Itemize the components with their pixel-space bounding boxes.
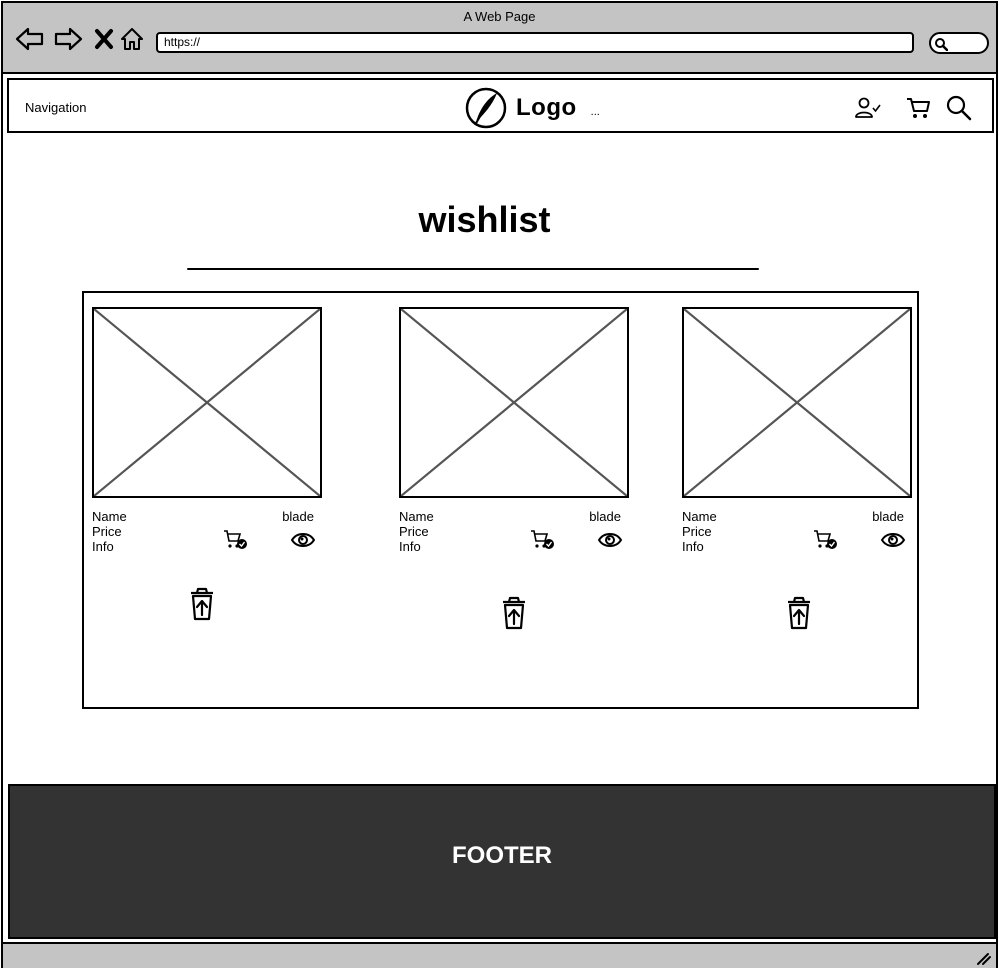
logo-extra: ... — [590, 106, 600, 118]
trash-restore-icon[interactable] — [784, 596, 814, 630]
trash-restore-icon[interactable] — [499, 596, 529, 630]
cart-icon[interactable] — [905, 94, 933, 122]
item-details: Name Price Info — [92, 509, 127, 554]
logo-text: Logo — [516, 94, 577, 121]
site-header: Navigation Logo ... — [7, 78, 994, 133]
back-arrow-icon[interactable] — [15, 25, 45, 53]
wishlist-container: Name Price Info blade Name Price Info bl… — [82, 291, 919, 709]
logo[interactable]: Logo ... — [464, 86, 600, 130]
image-placeholder-icon[interactable] — [399, 307, 629, 498]
item-name: Name — [399, 509, 434, 524]
page-title: wishlist — [418, 199, 551, 240]
item-blade: blade — [872, 509, 904, 524]
wishlist-item: Name Price Info blade — [682, 307, 914, 554]
eye-icon[interactable] — [597, 529, 623, 551]
item-price: Price — [92, 524, 122, 539]
window-title: A Web Page — [463, 9, 536, 24]
url-input[interactable]: https:// — [156, 32, 914, 53]
title-divider — [187, 268, 759, 270]
item-details: Name Price Info — [399, 509, 434, 554]
item-details: Name Price Info — [682, 509, 717, 554]
item-price: Price — [399, 524, 429, 539]
footer-label: FOOTER — [452, 842, 552, 869]
resize-grip-icon[interactable] — [976, 952, 992, 966]
image-placeholder-icon[interactable] — [682, 307, 912, 498]
item-name: Name — [92, 509, 127, 524]
wishlist-item: Name Price Info blade — [399, 307, 631, 554]
item-price: Price — [682, 524, 712, 539]
search-icon[interactable] — [945, 94, 973, 122]
item-name: Name — [682, 509, 717, 524]
user-check-icon[interactable] — [854, 94, 882, 122]
cart-check-icon[interactable] — [530, 528, 556, 552]
browser-chrome: A Web Page https:// — [3, 3, 996, 74]
item-blade: blade — [282, 509, 314, 524]
navigation-link[interactable]: Navigation — [25, 100, 87, 115]
browser-search-field[interactable] — [929, 32, 989, 54]
cart-check-icon[interactable] — [223, 528, 249, 552]
cart-check-icon[interactable] — [813, 528, 839, 552]
logo-icon — [465, 87, 507, 129]
home-icon[interactable] — [117, 25, 147, 53]
site-footer: FOOTER — [8, 784, 996, 939]
item-info: Info — [399, 539, 421, 554]
item-blade: blade — [589, 509, 621, 524]
browser-status-bar — [3, 942, 996, 968]
image-placeholder-icon[interactable] — [92, 307, 322, 498]
eye-icon[interactable] — [290, 529, 316, 551]
eye-icon[interactable] — [880, 529, 906, 551]
close-x-icon[interactable] — [89, 25, 119, 53]
wishlist-item: Name Price Info blade — [92, 307, 324, 554]
forward-arrow-icon[interactable] — [53, 25, 83, 53]
search-icon — [935, 38, 948, 51]
trash-restore-icon[interactable] — [187, 587, 217, 621]
item-info: Info — [92, 539, 114, 554]
item-info: Info — [682, 539, 704, 554]
